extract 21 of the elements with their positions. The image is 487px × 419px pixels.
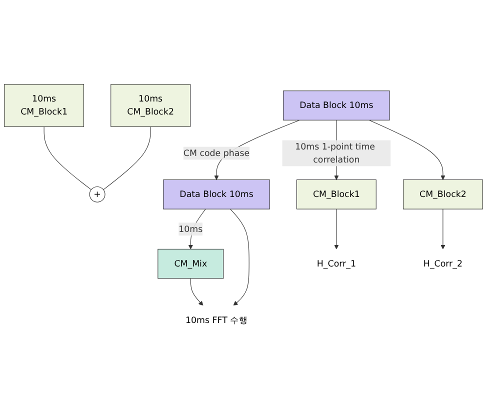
node-circle: + (89, 186, 106, 202)
arrow (190, 278, 204, 306)
node-box: Data Block 10ms (163, 179, 270, 210)
edge-label: 10ms (178, 224, 203, 234)
node-box: CM_Mix (158, 248, 224, 279)
node-box: CM_Block1 (296, 179, 376, 210)
edge-label: 10ms 1-point time correlation (295, 141, 375, 164)
node-box: Data Block 10ms (283, 90, 390, 120)
edge-label: CM code phase (183, 148, 250, 158)
arrow (368, 120, 446, 180)
arrow (230, 208, 250, 306)
node-box: 10ms CM_Block1 (4, 84, 84, 127)
connector (103, 126, 151, 190)
node-text: H_Corr_1 (316, 258, 356, 269)
arrow (334, 208, 339, 250)
node-box: CM_Block2 (402, 179, 483, 210)
node-text: 10ms FFT 수행 (185, 314, 248, 325)
node-text: H_Corr_2 (423, 258, 462, 269)
connector (44, 126, 92, 190)
node-box: 10ms CM_Block2 (110, 84, 191, 127)
arrow (440, 208, 446, 250)
